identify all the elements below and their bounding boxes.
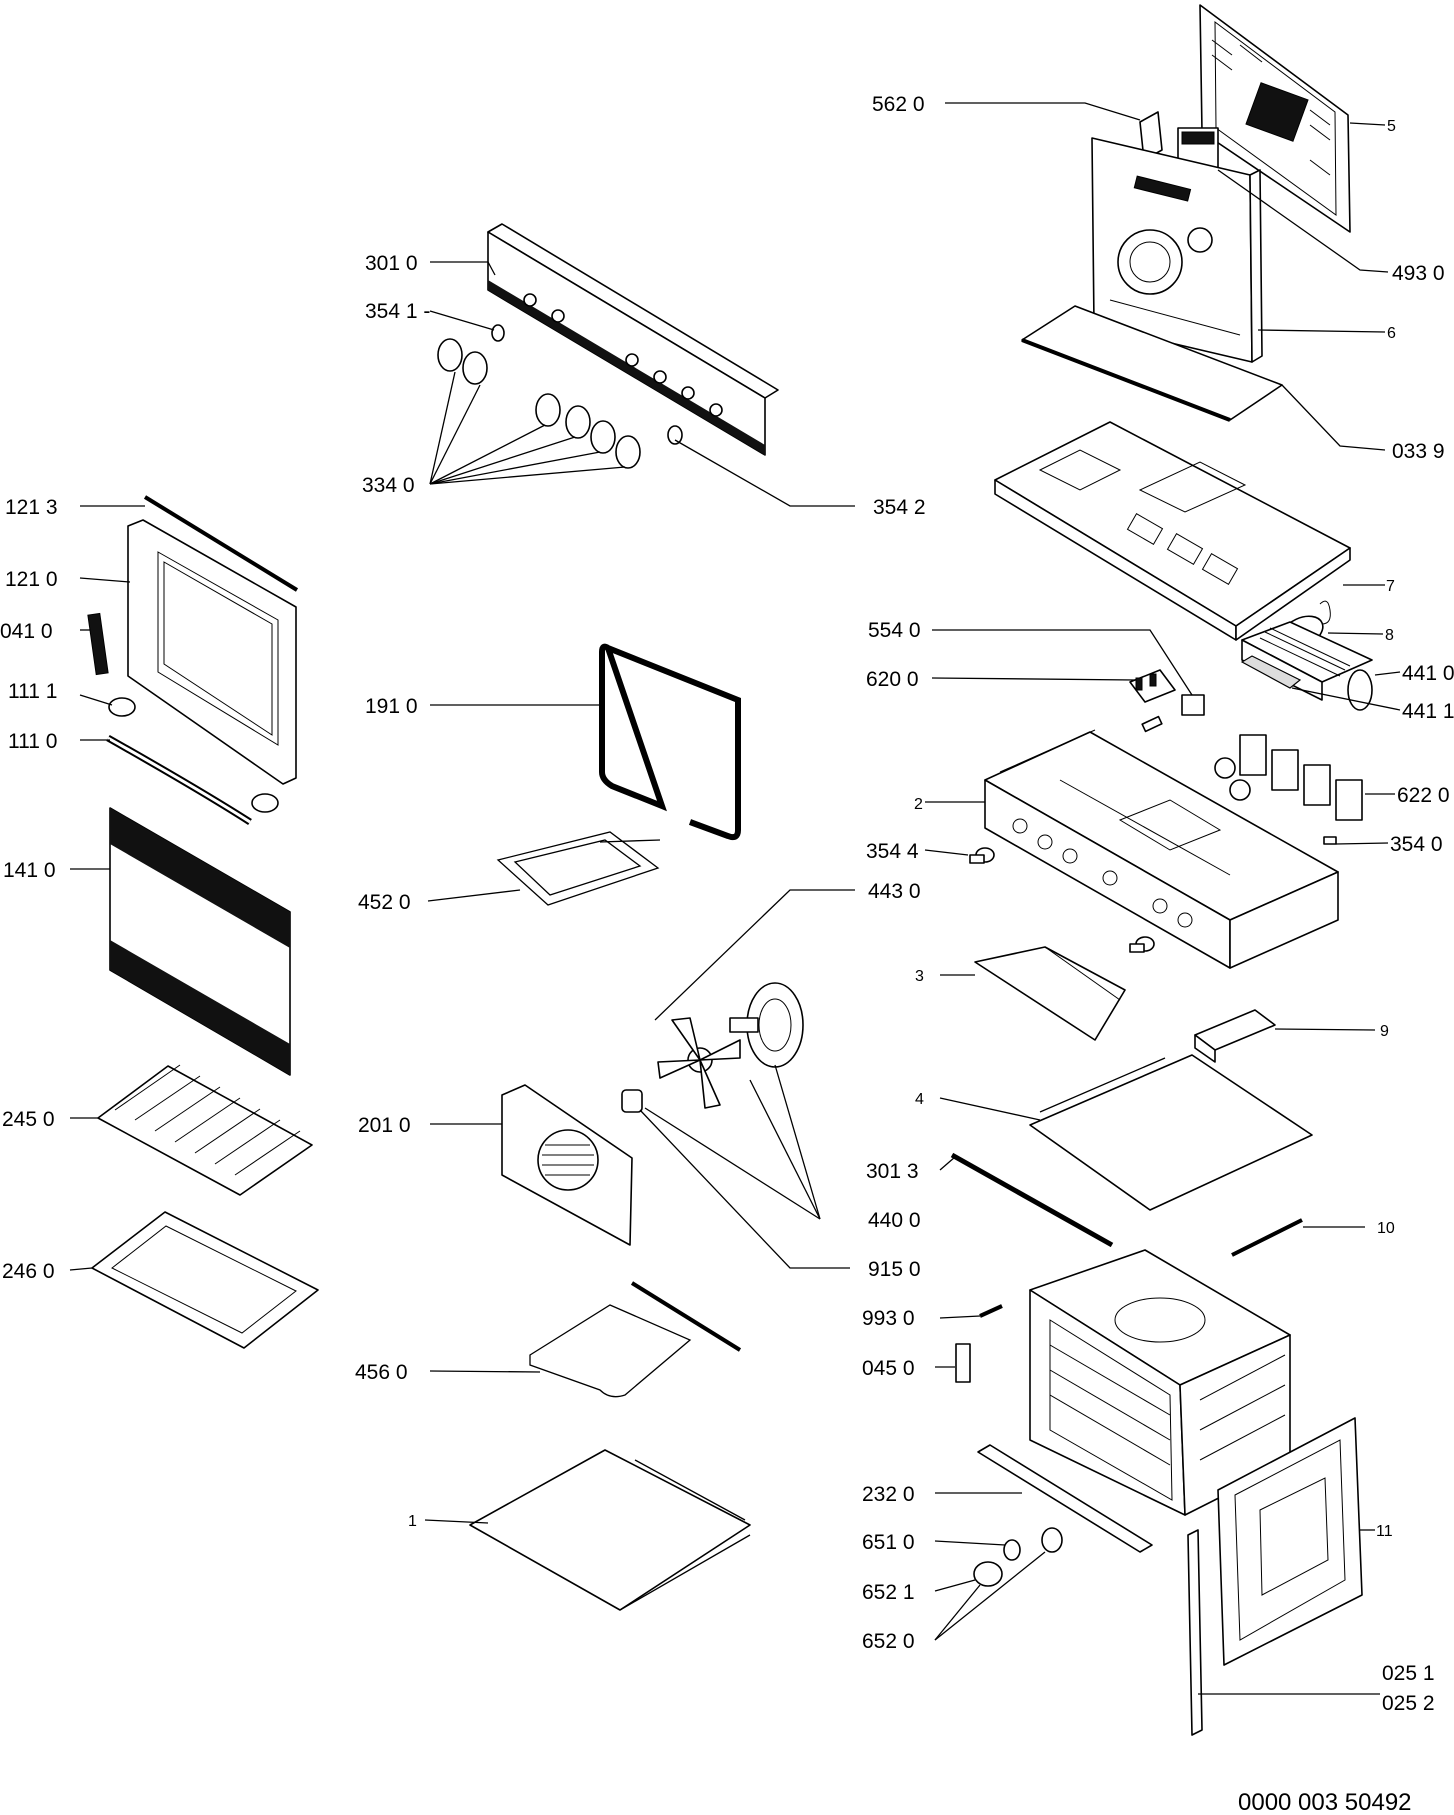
label-6521: 652 1 — [862, 1581, 915, 1604]
part-3542-cap — [667, 425, 683, 445]
label-2: 2 — [914, 796, 923, 813]
label-0410: 041 0 — [0, 620, 53, 643]
label-0252: 025 2 — [1382, 1692, 1435, 1715]
part-9930-probe — [979, 1304, 1003, 1318]
part-3544-screws — [969, 847, 1155, 953]
label-2460: 246 0 — [2, 1260, 55, 1283]
label-3542: 354 2 — [873, 496, 926, 519]
part-2450-rack — [97, 1064, 313, 1196]
label-10: 10 — [1377, 1220, 1395, 1237]
part-1910-gasket — [599, 643, 741, 841]
label-7: 7 — [1386, 578, 1395, 595]
part-9-rail — [1194, 1009, 1276, 1063]
label-1111: 111 1 — [8, 680, 57, 703]
part-562-bracket — [1139, 111, 1163, 161]
label-1110: 111 0 — [8, 730, 57, 753]
label-2320: 232 0 — [862, 1483, 915, 1506]
part-6510-lamp — [1003, 1527, 1063, 1561]
label-4560: 456 0 — [355, 1361, 408, 1384]
label-3544: 354 4 — [866, 840, 919, 863]
part-3340-knobs — [437, 338, 641, 469]
label-3340: 334 0 — [362, 474, 415, 497]
part-2-control-frame — [984, 729, 1339, 969]
label-4411: 441 1 — [1402, 700, 1454, 723]
part-1213-strip — [143, 495, 299, 592]
label-1213: 121 3 — [5, 496, 58, 519]
label-1: 1 — [408, 1513, 417, 1530]
label-3010: 301 0 — [365, 252, 418, 275]
part-5540-6200-switches — [1129, 669, 1205, 733]
part-4400-fan-motor — [729, 982, 804, 1068]
part-4520-grill-element — [496, 831, 661, 906]
label-1410: 141 0 — [3, 859, 56, 882]
part-1210-door-frame — [127, 519, 297, 785]
label-11: 11 — [1376, 1523, 1393, 1540]
label-4430: 443 0 — [868, 880, 921, 903]
leader-lines — [69, 102, 1401, 1695]
label-4400: 440 0 — [868, 1209, 921, 1232]
part-10-rod — [1231, 1218, 1303, 1257]
part-0450-hinge — [955, 1343, 971, 1383]
part-7-top-cover — [994, 421, 1351, 641]
part-3013-strip — [950, 1152, 1114, 1248]
part-1110-handle — [106, 734, 252, 825]
part-6-rear-wall — [1091, 137, 1263, 363]
part-1-bottom-plate — [469, 1449, 751, 1611]
part-2320-rail — [977, 1444, 1153, 1553]
label-3540: 354 0 — [1390, 833, 1443, 856]
label-3541: 354 1 - — [365, 300, 430, 323]
label-6200: 620 0 — [866, 668, 919, 691]
document-number: 0000 003 50492 — [1238, 1789, 1412, 1815]
part-1410-door-glass — [109, 807, 291, 1076]
part-5-rear-panel — [1199, 4, 1351, 233]
part-4-bottom-plate — [1029, 1054, 1313, 1211]
part-0251-strip — [1187, 1529, 1203, 1736]
label-1210: 121 0 — [5, 568, 58, 591]
part-4411-terminal-strip — [1240, 655, 1302, 689]
part-6220-switches — [1214, 734, 1363, 821]
part-2010-fan-cover — [501, 1084, 633, 1246]
part-9150-nut — [621, 1089, 643, 1113]
label-6510: 651 0 — [862, 1531, 915, 1554]
part-1111-handle-end — [108, 697, 279, 813]
label-1910: 191 0 — [365, 695, 418, 718]
part-8-clip — [1319, 600, 1331, 625]
label-4520: 452 0 — [358, 891, 411, 914]
part-0410-hinge — [87, 612, 109, 676]
label-2450: 245 0 — [2, 1108, 55, 1131]
label-2010: 201 0 — [358, 1114, 411, 1137]
label-0251: 025 1 — [1382, 1662, 1435, 1685]
label-6220: 622 0 — [1397, 784, 1450, 807]
part-oven-cavity — [1029, 1249, 1291, 1516]
part-3010-control-panel — [487, 223, 779, 456]
label-4930: 493 0 — [1392, 262, 1445, 285]
label-6: 6 — [1387, 325, 1396, 342]
part-4560-bottom-element — [529, 1281, 742, 1398]
label-9930: 993 0 — [862, 1307, 915, 1330]
part-3540-screw — [1323, 836, 1337, 845]
part-11-side-panel — [1217, 1417, 1363, 1666]
part-6521-knob — [973, 1561, 1003, 1587]
part-3541-cap — [491, 324, 505, 342]
part-3-bracket — [974, 946, 1126, 1041]
label-4410: 441 0 — [1402, 662, 1454, 685]
label-0450: 045 0 — [862, 1357, 915, 1380]
label-3013: 301 3 — [866, 1160, 919, 1183]
part-4430-fan-blade — [657, 1017, 741, 1109]
label-5: 5 — [1387, 118, 1396, 135]
part-4410-tangential-fan — [1241, 615, 1373, 711]
label-9150: 915 0 — [868, 1258, 921, 1281]
label-9: 9 — [1380, 1023, 1389, 1040]
label-5540: 554 0 — [868, 619, 921, 642]
part-2460-tray — [91, 1211, 319, 1349]
label-4: 4 — [915, 1091, 924, 1108]
label-6520: 652 0 — [862, 1630, 915, 1653]
label-8: 8 — [1385, 627, 1394, 644]
part-labels: 562 0 5 493 0 6 033 9 301 0 354 1 - 334 … — [0, 93, 1454, 1815]
label-0339: 033 9 — [1392, 440, 1445, 463]
label-5620: 562 0 — [872, 93, 925, 116]
label-3: 3 — [915, 968, 924, 985]
